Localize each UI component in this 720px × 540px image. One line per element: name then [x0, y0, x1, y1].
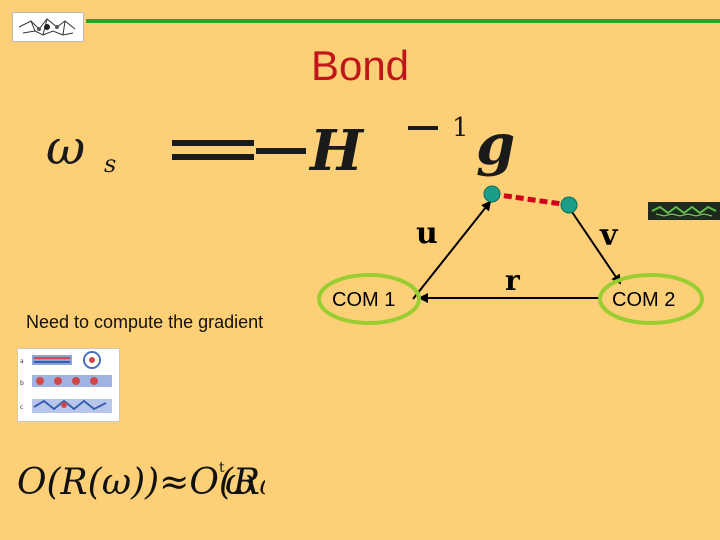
com2-label: COM 2	[612, 289, 675, 312]
atom-node-right	[561, 197, 577, 213]
label-r: r	[505, 264, 520, 297]
svg-text:c: c	[20, 404, 23, 411]
com1-label: COM 1	[332, 289, 395, 312]
bond-line	[492, 194, 569, 205]
label-u: u	[416, 216, 438, 251]
atom-node-left	[484, 186, 500, 202]
taylor-expansion-formula: O(R(ω))≈O(R₀)+g t ω	[15, 450, 265, 510]
svg-text:b: b	[20, 380, 24, 387]
gradient-note: Need to compute the gradient	[26, 312, 263, 333]
molecule-strip-image	[648, 202, 720, 220]
structure-thumbnail: a b c	[17, 348, 120, 422]
svg-text:a: a	[20, 358, 24, 365]
label-v: v	[600, 218, 617, 253]
svg-text:ω: ω	[225, 462, 254, 503]
